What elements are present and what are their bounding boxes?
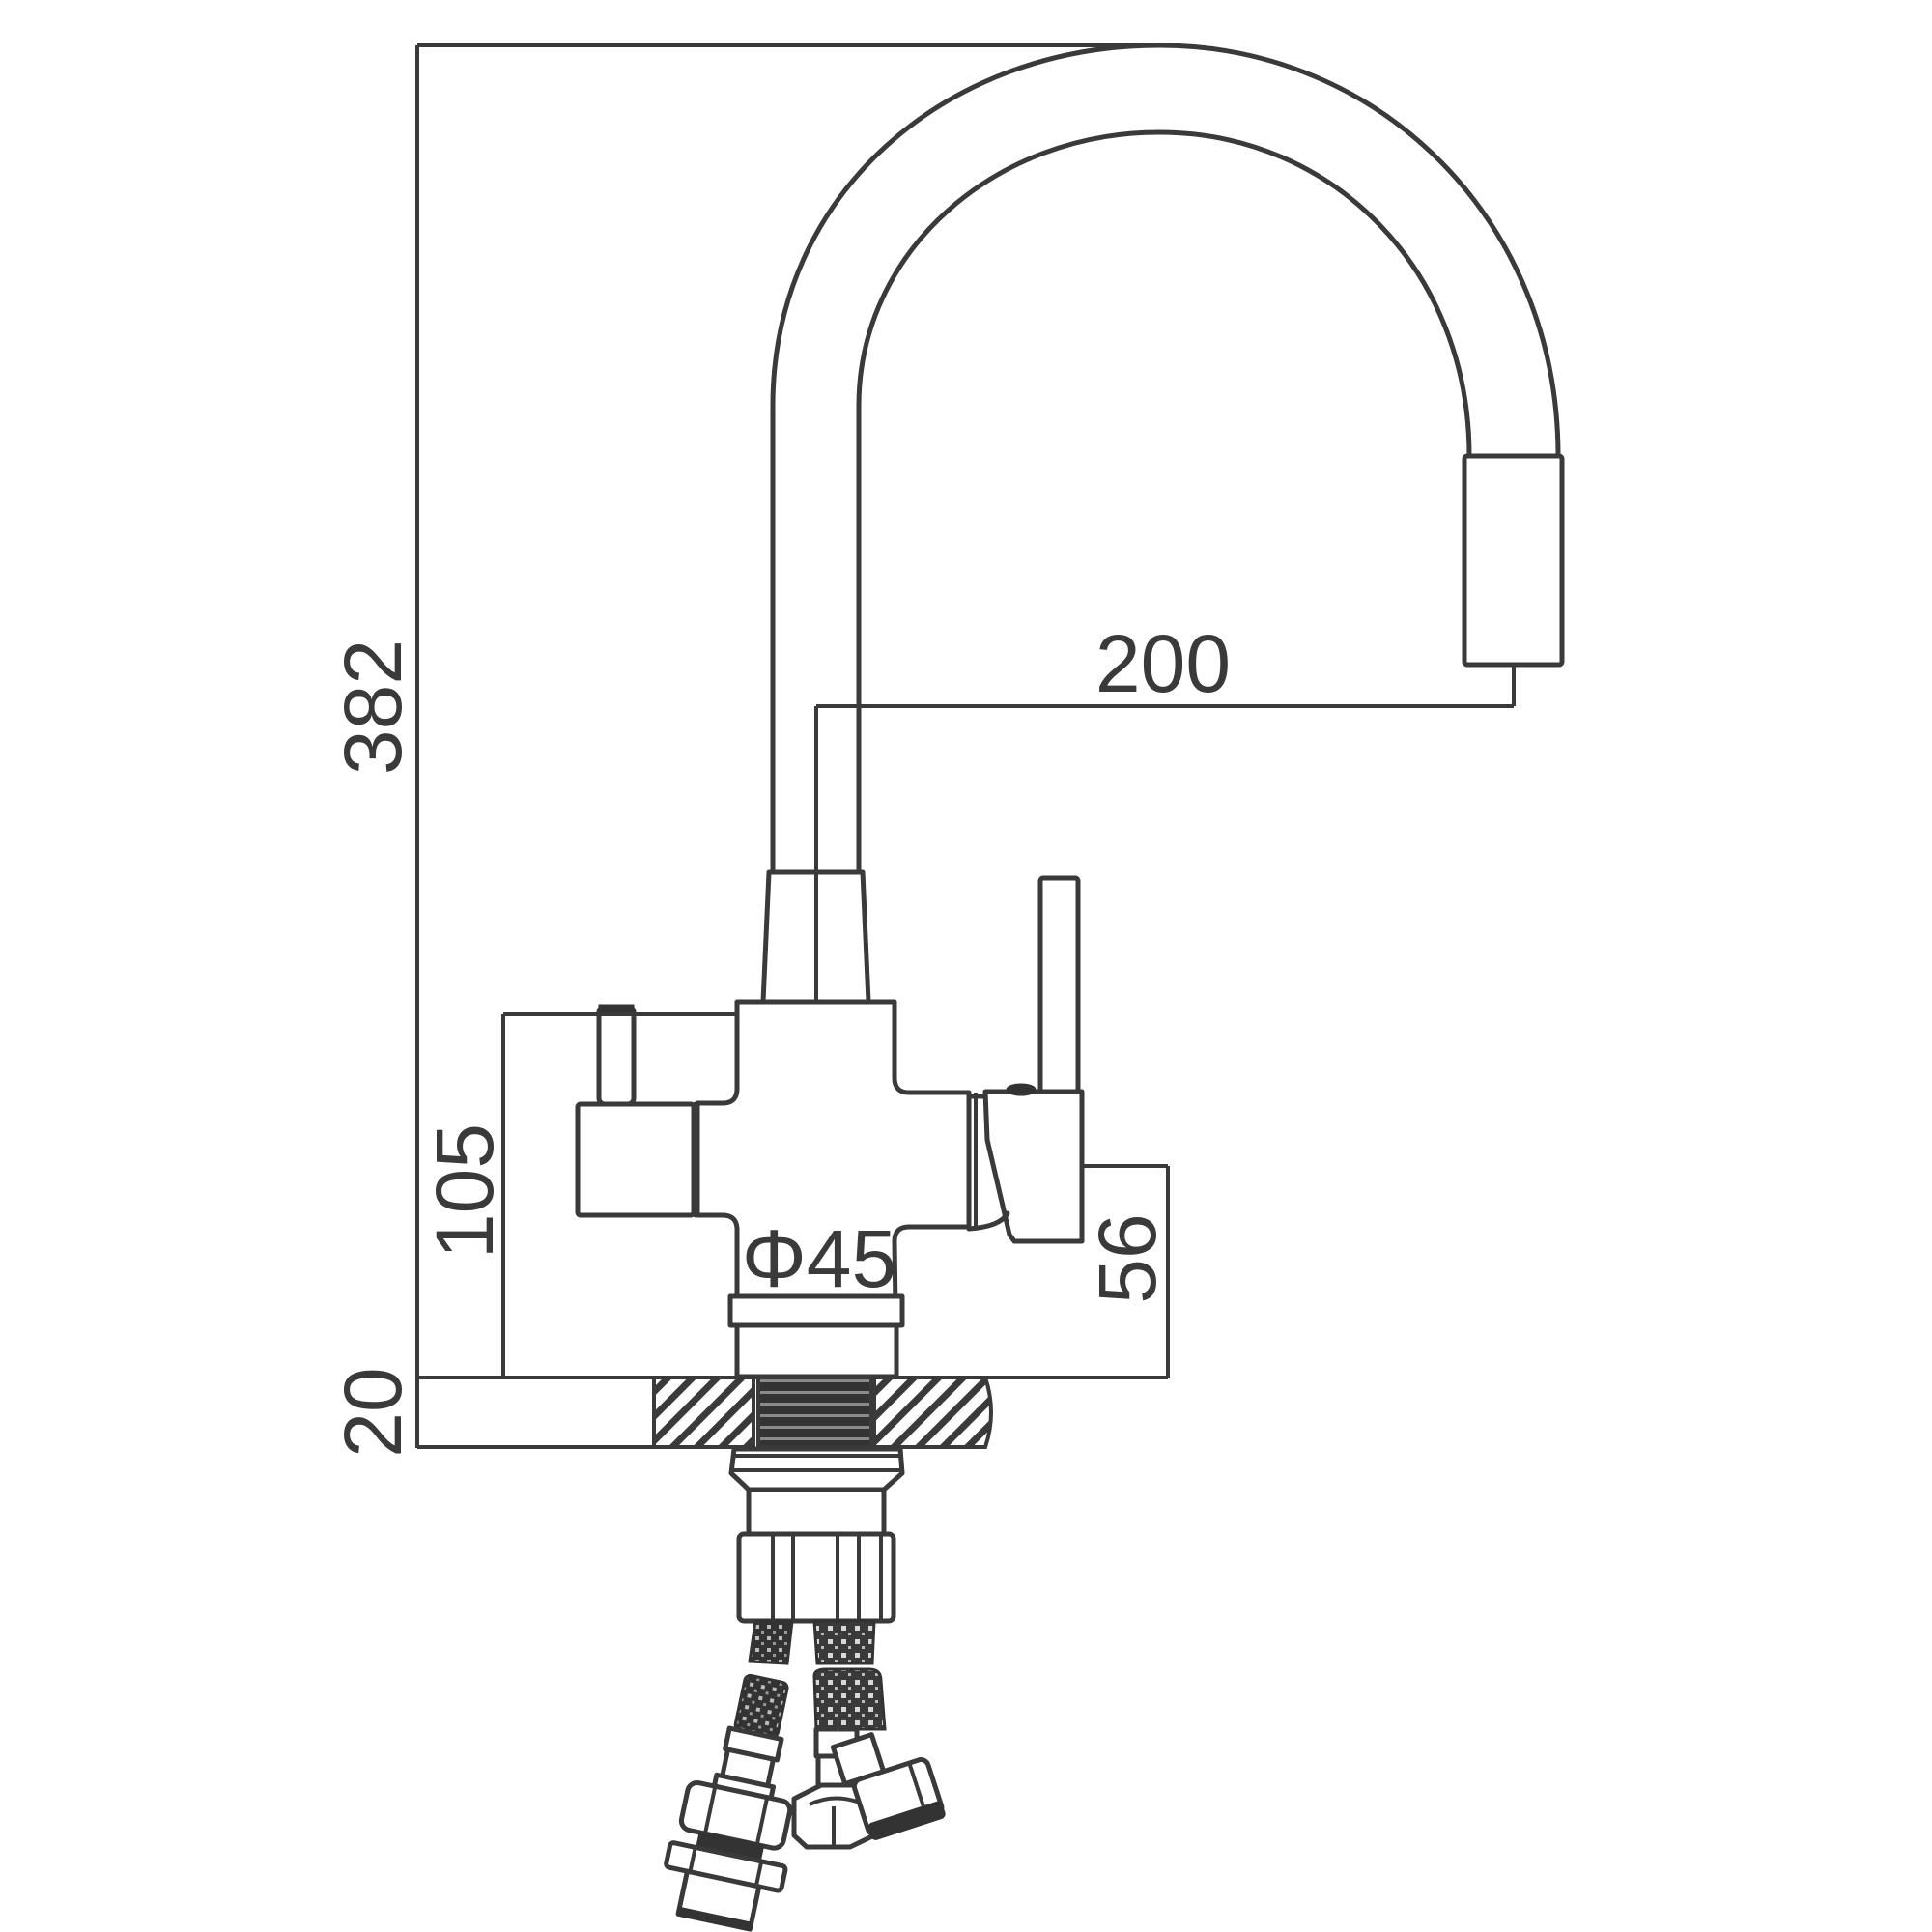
right-supply-hose — [791, 1619, 946, 1850]
left-handle — [575, 1004, 698, 1218]
base-collar-lower — [734, 1322, 899, 1379]
lever-skirt-curve — [966, 1210, 1010, 1232]
countertop-hatch-left — [652, 1376, 755, 1449]
dimension-spout-reach: 200 — [814, 618, 1516, 1002]
countertop-hatch-right — [872, 1376, 993, 1449]
spout — [770, 43, 1565, 875]
lever-pivot-screw — [1006, 1083, 1037, 1096]
left-handle-block — [575, 1101, 696, 1218]
right-swivel-nut-flat — [908, 1764, 926, 1808]
dim-label-20: 20 — [327, 1367, 418, 1457]
lever-handle-block — [982, 1089, 1085, 1244]
left-supply-hose — [664, 1619, 794, 1932]
left-nut-flat-2 — [755, 1799, 769, 1844]
dim-label-382: 382 — [327, 639, 418, 775]
dimension-overall-height: 382 — [327, 43, 1159, 1448]
dim-label-200: 200 — [1095, 618, 1231, 709]
left-hose-upper-braid — [748, 1619, 794, 1665]
dim-label-105: 105 — [419, 1123, 510, 1259]
right-hose-lower-braid — [812, 1667, 887, 1731]
lever-rod — [1037, 875, 1081, 1095]
mounting-thread — [756, 1376, 873, 1449]
spout-inner-contour — [856, 129, 1472, 875]
countertop-section: 20 — [327, 1367, 1168, 1458]
dim-label-diameter-45: Φ45 — [742, 1213, 896, 1304]
spout-outlet — [1462, 453, 1565, 668]
spout-outer-contour — [770, 43, 1561, 875]
mounting-assembly — [728, 1446, 905, 1624]
dimension-body-height: 105 — [419, 1012, 737, 1378]
left-nut-flat-1 — [703, 1787, 717, 1833]
dimension-lever-base: 56 — [1082, 1164, 1173, 1378]
left-lock-flat-1 — [688, 1848, 697, 1871]
right-lever — [966, 875, 1085, 1244]
left-lock-flat-2 — [754, 1862, 763, 1885]
mounting-nut — [736, 1531, 896, 1624]
mount-neck — [746, 1487, 887, 1537]
left-fitting-tip — [676, 1906, 753, 1932]
dim-label-56: 56 — [1082, 1213, 1173, 1303]
left-handle-stem — [596, 1004, 637, 1107]
right-hose-upper-braid — [812, 1619, 876, 1665]
left-handle-cap — [598, 1004, 635, 1013]
right-swivel-nut-face — [867, 1801, 946, 1840]
